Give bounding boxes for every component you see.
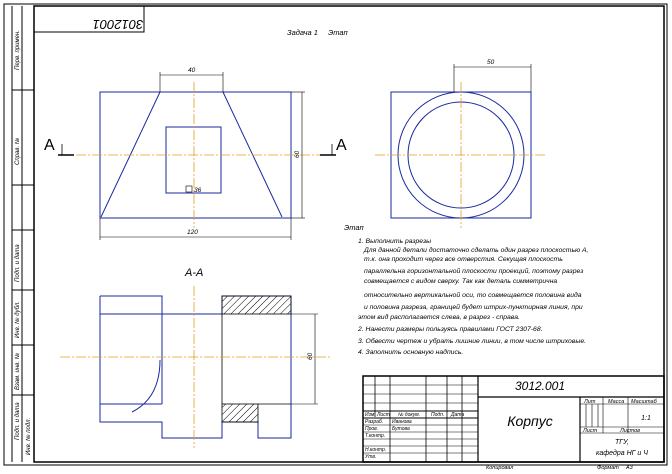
side-label-2: Справ. № (14, 137, 21, 165)
task-title: Задача 1 (287, 28, 318, 37)
col-scale: Масштаб (631, 399, 658, 405)
instruction-line-10: 3. Обвести чертеж и убрать лишние линии,… (358, 337, 586, 345)
side-label-3: Подп. и дата (15, 244, 21, 282)
format-label: Формат (597, 465, 619, 471)
col-lit: Лит (583, 399, 596, 405)
section-marker-left: A (44, 137, 55, 154)
front-dim-top: 40 (188, 67, 196, 74)
sheets-label: Листов (619, 428, 640, 434)
instruction-line-11: 4. Заполнить основную надпись. (358, 348, 463, 356)
sheet-label: Лист (582, 428, 598, 434)
stage-label-1: Этап (328, 28, 348, 37)
instruction-line-3: т.к. она проходит через все отверстия. С… (364, 255, 563, 263)
instruction-line-1: 1. Выполнить разрезы (358, 238, 431, 245)
role-6: Утв. (365, 454, 376, 460)
instruction-line-2: Для данной детали достаточно сделать оди… (363, 246, 589, 254)
name-1: Иванова (392, 419, 412, 425)
outer-frame (3, 3, 668, 466)
title-block-text: 3012.001 Корпус Лит Масса Масштаб 1:1 Ли… (365, 379, 658, 471)
header-list: Лист (376, 412, 390, 418)
title-block (362, 375, 665, 463)
section-title: A-A (184, 267, 203, 279)
square-dim: 36 (194, 187, 202, 194)
instruction-line-4: параллельна горизонтальной плоскости про… (364, 267, 583, 275)
part-name: Корпус (507, 413, 553, 429)
org-line-1: ТГУ, (615, 439, 629, 446)
header-sign: Подп. (431, 412, 444, 418)
format-value: А3 (625, 465, 634, 471)
side-label-7: Инв. № подл. (25, 418, 32, 455)
role-2: Пров. (365, 426, 378, 432)
header-izm: Изм (365, 412, 375, 418)
stage-label-2: Этап (344, 223, 364, 232)
front-dim-bottom: 120 (187, 229, 198, 236)
section-view: A-A 60 (60, 267, 330, 448)
role-5: Н.контр. (365, 447, 386, 453)
section-marker-right: A (336, 137, 347, 154)
header-doc: № докум. (398, 412, 420, 418)
rotated-stamp-code: 3012001 (93, 17, 144, 32)
instruction-line-9: 2. Нанести размеры пользуясь правилами Г… (357, 326, 543, 333)
inner-frame (33, 5, 665, 463)
side-label-4: Инв. № дубл. (14, 301, 21, 338)
rotated-stamp-box (33, 5, 145, 33)
role-3: Т.контр. (365, 433, 385, 439)
org-line-2: кафедра НГ и Ч (596, 449, 648, 457)
section-dim-right: 60 (307, 352, 314, 360)
side-label-1: Перв. примен. (15, 30, 21, 70)
role-1: Разраб. (365, 419, 383, 425)
doc-code: 3012.001 (515, 379, 565, 393)
col-mass: Масса (608, 399, 624, 405)
top-dim-diameter: 50 (487, 59, 495, 66)
instruction-line-6: относительно вертикальной оси, то совмещ… (364, 291, 582, 299)
name-2: Бутова (392, 426, 410, 432)
instructions: 1. Выполнить разрезы Для данной детали д… (357, 238, 589, 356)
top-view: 50 (375, 59, 545, 228)
instruction-line-8: этом вид располагается слева, в разрез -… (358, 313, 520, 321)
side-labels: Перв. примен. Справ. № Подп. и дата Инв.… (14, 30, 32, 455)
front-view: 40 120 60 36 A A (44, 67, 347, 240)
scale-value: 1:1 (641, 415, 651, 422)
instruction-line-5: совмещается с видом сверху. Так как дета… (364, 277, 557, 285)
copied-label: Копировал (486, 465, 513, 471)
header-date: Дата (450, 412, 464, 418)
side-label-5: Взам. инв. № (14, 352, 21, 390)
instruction-line-7: и половина разреза, границей будет штрих… (364, 303, 583, 311)
side-strip (11, 6, 34, 462)
side-label-6: Подп. и дата (15, 402, 21, 440)
front-dim-right: 60 (294, 150, 301, 158)
